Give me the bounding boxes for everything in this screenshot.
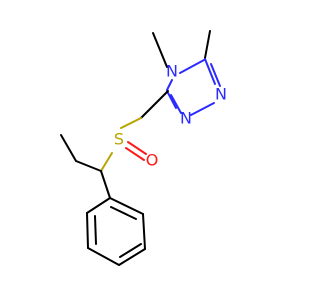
bond-ch2-s (120, 117, 142, 129)
bond-ch-ch2 (75, 160, 102, 172)
phenyl-bond-6-double (110, 206, 137, 220)
bond-s-o-double (127, 141, 147, 155)
bond-ch2-ch3 (60, 134, 77, 162)
bond-n2-c3-double (166, 90, 177, 109)
bond-s-ch (100, 152, 113, 172)
chemical-structure-canvas: N N N S O (60, 30, 227, 266)
nitrogen-atom-label-n4: N (166, 62, 178, 81)
bond-n4-methyl (152, 32, 168, 68)
sulfur-atom-label: S (114, 130, 124, 149)
phenyl-bond-4 (118, 248, 146, 266)
bond-n2-c3 (170, 94, 182, 114)
molecule-diagram: N N N S O (60, 30, 227, 266)
bond-c5-n1-double (210, 63, 221, 87)
bond-c3-ch2 (140, 90, 169, 119)
bond-s-o (125, 147, 145, 161)
bond-n4-c5 (179, 59, 205, 74)
phenyl-bond-4-double (119, 243, 142, 258)
bond-c5-n1 (204, 58, 216, 85)
phenyl-bond-6 (109, 197, 144, 215)
nitrogen-atom-label-n1: N (215, 85, 227, 104)
phenyl-bond-2-double (94, 215, 97, 245)
bond-n1-n2 (190, 102, 215, 116)
phenyl-bond-1 (86, 197, 111, 214)
bond-c5-methyl (204, 30, 211, 59)
bond-ch-phenyl (100, 170, 111, 199)
phenyl-bond-5 (142, 213, 146, 250)
bond-c3-n4 (166, 79, 173, 91)
phenyl-bond-2 (86, 212, 89, 249)
nitrogen-atom-label-n2: N (180, 109, 192, 128)
phenyl-bond-3 (87, 247, 120, 266)
oxygen-atom-label: O (146, 151, 159, 170)
